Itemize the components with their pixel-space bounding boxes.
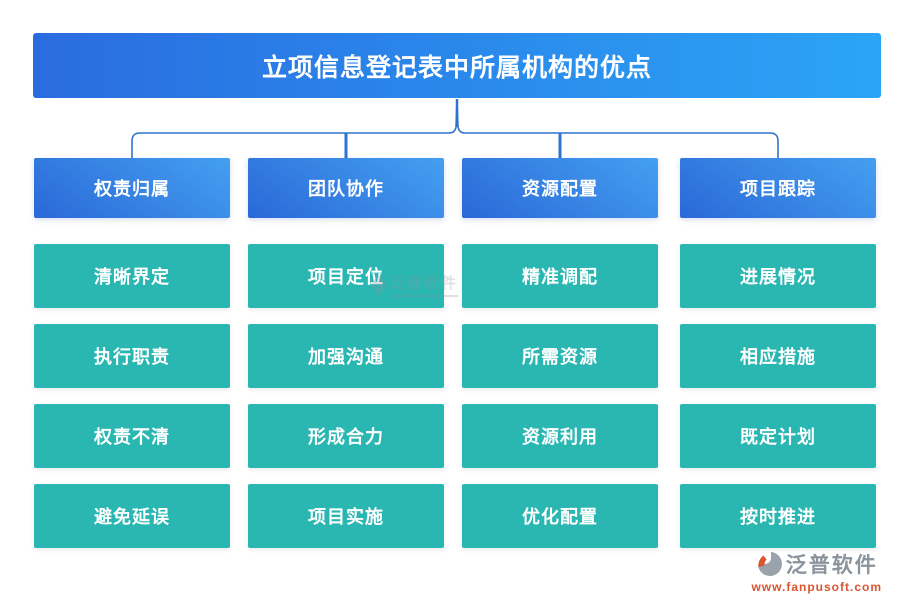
item-box: 清晰界定 (34, 244, 230, 308)
column-header-teamwork: 团队协作 (248, 158, 444, 218)
fanpu-logo-name: 泛普软件 (785, 554, 878, 577)
item-label: 执行职责 (94, 347, 170, 367)
item-label: 清晰界定 (94, 267, 170, 287)
column-header-label: 项目跟踪 (740, 179, 816, 199)
item-label: 项目实施 (308, 507, 384, 527)
item-box: 执行职责 (34, 324, 230, 388)
diagram-title: 立项信息登记表中所属机构的优点 (261, 53, 652, 82)
item-box: 权责不清 (34, 404, 230, 468)
column-header-responsibility: 权责归属 (34, 158, 230, 218)
item-box: 按时推进 (680, 484, 876, 548)
item-label: 加强沟通 (308, 347, 384, 367)
item-box: 所需资源 (462, 324, 658, 388)
column-header-tracking: 项目跟踪 (680, 158, 876, 218)
item-box: 项目实施 (248, 484, 444, 548)
item-box: 加强沟通 (248, 324, 444, 388)
item-label: 所需资源 (522, 347, 598, 367)
column-header-resources: 资源配置 (462, 158, 658, 218)
column-header-label: 资源配置 (522, 179, 598, 199)
fanpu-logo-icon (757, 552, 782, 576)
item-label: 权责不清 (94, 427, 170, 447)
item-box: 形成合力 (248, 404, 444, 468)
item-label: 项目定位 (308, 267, 384, 287)
item-label: 既定计划 (740, 427, 816, 447)
item-box: 相应措施 (680, 324, 876, 388)
item-box: 优化配置 (462, 484, 658, 548)
item-box: 避免延误 (34, 484, 230, 548)
item-label: 形成合力 (308, 427, 384, 447)
item-label: 相应措施 (740, 347, 816, 367)
item-box: 精准调配 (462, 244, 658, 308)
item-box: 既定计划 (680, 404, 876, 468)
item-label: 按时推进 (740, 507, 816, 527)
title-banner: 立项信息登记表中所属机构的优点 (33, 33, 881, 98)
fanpu-logo-url: www.fanpusoft.com (751, 580, 882, 594)
column-header-label: 权责归属 (94, 179, 170, 199)
item-label: 优化配置 (522, 507, 598, 527)
item-box: 资源利用 (462, 404, 658, 468)
item-label: 进展情况 (740, 267, 816, 287)
item-label: 资源利用 (522, 427, 598, 447)
item-label: 精准调配 (522, 267, 598, 287)
item-label: 避免延误 (94, 507, 170, 527)
item-box: 项目定位 (248, 244, 444, 308)
fanpu-logo: 泛普软件 www.fanpusoft.com (751, 549, 882, 594)
column-header-label: 团队协作 (308, 179, 384, 199)
item-box: 进展情况 (680, 244, 876, 308)
